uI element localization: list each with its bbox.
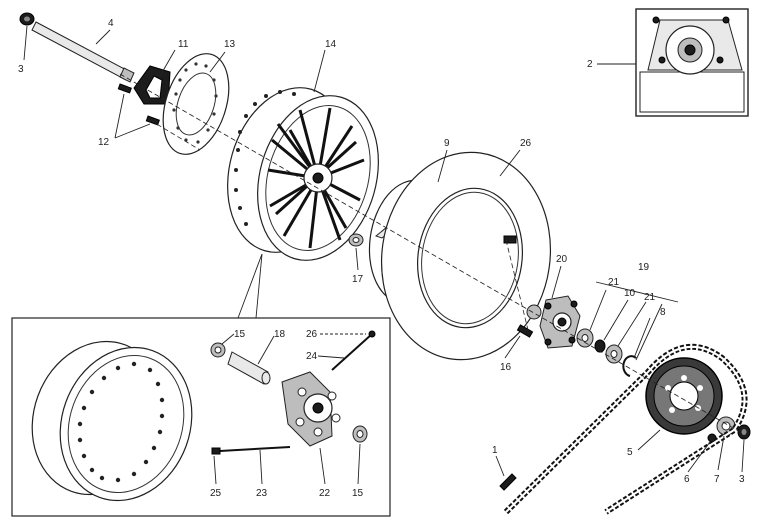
axle-nut-left — [19, 12, 35, 26]
sprocket — [645, 357, 723, 435]
part-labels: 3 4 11 13 14 12 2 9 26 17 20 16 19 21 10… — [18, 18, 745, 499]
valve-26 — [503, 235, 517, 244]
tyre — [380, 151, 552, 361]
label-1: 1 — [492, 445, 498, 456]
label-10: 10 — [624, 288, 636, 299]
label-21-right: 21 — [644, 292, 656, 303]
label-12: 12 — [98, 137, 110, 148]
label-8: 8 — [660, 307, 666, 318]
bearing-17 — [348, 233, 364, 247]
bearings-21 — [576, 328, 623, 364]
label-23: 23 — [256, 488, 268, 499]
label-18: 18 — [274, 329, 286, 340]
axle-nut-right — [737, 424, 751, 440]
leader-lines — [23, 25, 745, 485]
spacer-10 — [594, 339, 606, 353]
label-26-top: 26 — [520, 138, 532, 149]
brake-disc — [162, 53, 230, 155]
label-15-top: 15 — [234, 329, 246, 340]
label-13: 13 — [224, 39, 236, 50]
label-17: 17 — [352, 274, 364, 285]
sprocket-carrier — [526, 295, 581, 349]
label-7: 7 — [714, 474, 720, 485]
label-11: 11 — [178, 39, 189, 50]
label-21-left: 21 — [608, 277, 620, 288]
wheel-rim — [227, 87, 379, 261]
chain-link-1 — [499, 473, 517, 491]
label-4: 4 — [108, 18, 114, 29]
label-14: 14 — [325, 39, 337, 50]
caliper-bracket — [133, 65, 171, 105]
label-6: 6 — [684, 474, 690, 485]
label-26-inset: 26 — [306, 329, 318, 340]
label-25: 25 — [210, 488, 222, 499]
label-24: 24 — [306, 351, 318, 362]
label-15-bottom: 15 — [352, 488, 364, 499]
label-16-main: 16 — [500, 362, 512, 373]
inset-hub-exploded — [11, 317, 391, 517]
label-19: 19 — [638, 262, 650, 273]
drive-chain — [503, 343, 748, 515]
label-20: 20 — [556, 254, 568, 265]
label-22: 22 — [319, 488, 331, 499]
assembly-axis-lines — [119, 73, 741, 433]
bolts-12 — [117, 83, 160, 126]
label-9-top: 9 — [444, 138, 450, 149]
label-5: 5 — [627, 447, 633, 458]
circlip-8 — [622, 355, 637, 377]
label-3-left: 3 — [18, 64, 24, 75]
inset-hub-detail — [635, 8, 749, 117]
stud-16 — [516, 324, 534, 338]
label-3-right: 3 — [739, 474, 745, 485]
rear-axle — [31, 21, 135, 83]
label-2: 2 — [587, 59, 593, 70]
